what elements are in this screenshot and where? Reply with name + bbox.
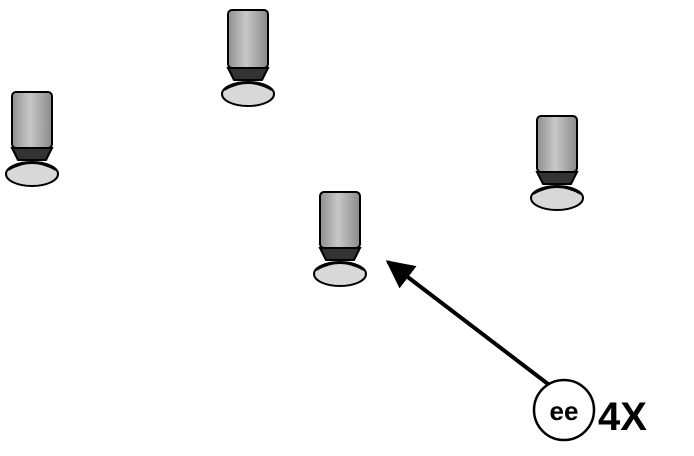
component-left bbox=[5, 91, 59, 187]
component-right bbox=[530, 115, 584, 211]
component-body bbox=[221, 9, 275, 107]
callout-label: ee bbox=[550, 396, 579, 426]
callout-circle bbox=[532, 378, 596, 442]
component-top bbox=[221, 9, 275, 107]
leader-arrow bbox=[385, 260, 550, 386]
callout-quantity: 4X bbox=[598, 395, 647, 439]
component-center bbox=[313, 191, 367, 287]
part-callout: ee 4X bbox=[532, 378, 647, 442]
